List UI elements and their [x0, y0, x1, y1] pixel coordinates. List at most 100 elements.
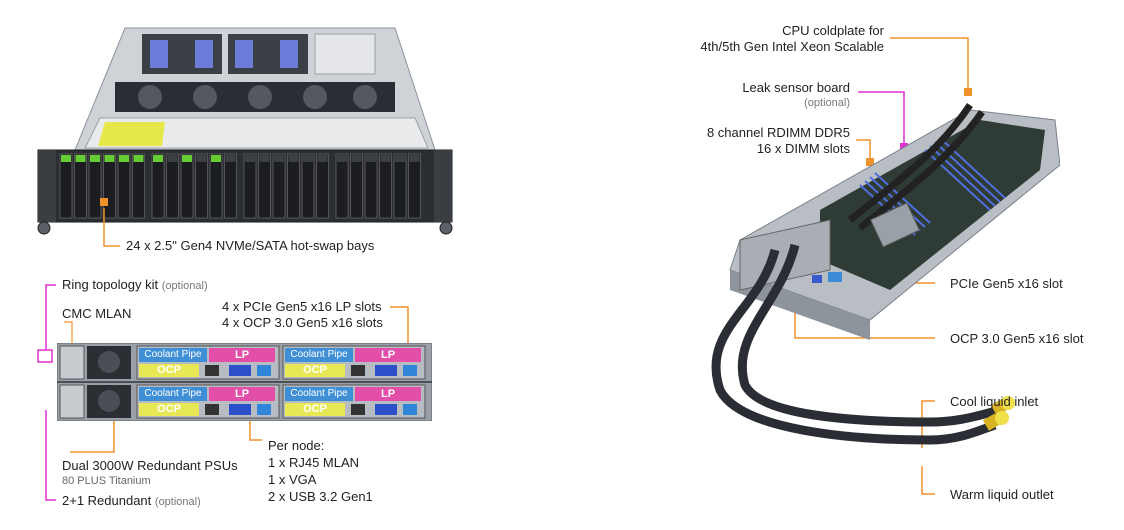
coolant-pipe-label: Coolant Pipe [139, 348, 207, 362]
drive-bay-latch [395, 155, 405, 162]
drive-bay-latch [196, 155, 207, 162]
vga-port [375, 404, 397, 415]
rj45-port [205, 404, 219, 415]
rj45-port [351, 404, 365, 415]
rj45-port [351, 365, 365, 376]
leak-sensor-optional: (optional) [804, 97, 850, 109]
coolant-pipe-label: Coolant Pipe [285, 348, 353, 362]
drive-bay-latch [366, 155, 376, 162]
lp-slot-label: LP [355, 387, 421, 401]
drive-bay [195, 153, 208, 219]
dimm-label-2: 16 x DIMM slots [756, 141, 850, 156]
drive-bay-latch [119, 155, 129, 162]
drive-bay-latch [303, 155, 313, 162]
drive-bay [335, 153, 349, 219]
redundant-label: 2+1 Redundant (optional) [62, 493, 201, 510]
usb-port [403, 404, 417, 415]
front-server-image [30, 20, 460, 240]
drive-bay-latch [182, 155, 192, 162]
ring-kit-text: Ring topology kit [62, 277, 159, 292]
front-bays-label: 24 x 2.5" Gen4 NVMe/SATA hot-swap bays [126, 238, 375, 253]
cmc-mlan-label: CMC MLAN [62, 306, 132, 321]
drive-bay [243, 153, 257, 219]
drive-bay [117, 153, 131, 219]
drive-bay [59, 153, 73, 219]
rj45-port [205, 365, 219, 376]
usb-port [403, 365, 417, 376]
drive-bay [166, 153, 179, 219]
drive-bay-latch [61, 155, 71, 162]
drive-bay [364, 153, 378, 219]
ocp-slot-label: OCP [139, 364, 199, 377]
vga-port [375, 365, 397, 376]
drive-bay-latch [104, 155, 115, 162]
per-node-vga: 1 x VGA [268, 472, 317, 487]
ring-kit-label: Ring topology kit (optional) [62, 277, 208, 294]
drive-bay [180, 153, 194, 219]
redundant-text: 2+1 Redundant [62, 493, 152, 508]
drive-bay-latch [337, 155, 347, 162]
psu-label: Dual 3000W Redundant PSUs [62, 458, 238, 473]
drive-bay [209, 153, 223, 219]
ocp-slot-label: OCP [285, 364, 345, 377]
drive-bay [393, 153, 407, 219]
ocp-slots-label: 4 x OCP 3.0 Gen5 x16 slots [222, 315, 383, 330]
front-server-drawing [37, 27, 453, 235]
pcie-slot-label: PCIe Gen5 x16 slot [950, 276, 1063, 291]
lp-slot-label: LP [355, 348, 421, 362]
drive-bay [132, 153, 145, 219]
drive-bay [272, 153, 286, 219]
drive-bay-latch [245, 155, 255, 162]
drive-bay [316, 153, 329, 219]
drive-bay-latch [259, 155, 270, 162]
drive-bay [88, 153, 102, 219]
per-node-mlan: 1 x RJ45 MLAN [268, 455, 360, 470]
drive-bay [258, 153, 271, 219]
ocp-slot-label: OCP [139, 403, 199, 416]
cpu-coldplate-label-2: 4th/5th Gen Intel Xeon Scalable [700, 39, 884, 54]
drive-bay-latch [167, 155, 178, 162]
drive-bay-latch [90, 155, 100, 162]
dimm-label-1: 8 channel RDIMM DDR5 [706, 125, 850, 140]
drive-bay [287, 153, 300, 219]
drive-bay [350, 153, 363, 219]
vga-port [229, 404, 251, 415]
drive-bay-latch [225, 155, 236, 162]
cpu-coldplate-label-1: CPU coldplate for [782, 23, 884, 38]
drive-bay-latch [75, 155, 86, 162]
drive-bay-latch [274, 155, 284, 162]
node-drawing [711, 103, 1060, 445]
per-node-title: Per node: [268, 438, 325, 453]
drive-bay-latch [317, 155, 328, 162]
drive-bay-latch [409, 155, 420, 162]
drive-bay [224, 153, 237, 219]
drive-bay [301, 153, 315, 219]
coolant-pipe-label: Coolant Pipe [139, 387, 207, 401]
usb-port [257, 365, 271, 376]
vga-port [229, 365, 251, 376]
usb-port [257, 404, 271, 415]
drive-bay-latch [351, 155, 362, 162]
ring-kit-optional: (optional) [161, 280, 208, 292]
node-image [700, 70, 1060, 490]
coolant-pipe-label: Coolant Pipe [285, 387, 353, 401]
psu-sublabel: 80 PLUS Titanium [62, 475, 151, 487]
ocp-slot-label: OCP [285, 403, 345, 416]
lp-slot-label: LP [209, 348, 275, 362]
drive-bay [103, 153, 116, 219]
leak-sensor-label: Leak sensor board [742, 80, 850, 95]
drive-bay-latch [211, 155, 221, 162]
per-node-usb: 2 x USB 3.2 Gen1 [268, 489, 373, 504]
drive-bay [151, 153, 165, 219]
drive-bay-latch [380, 155, 391, 162]
drive-bay [408, 153, 421, 219]
ocp-slot-label: OCP 3.0 Gen5 x16 slot [950, 331, 1084, 346]
drive-bay-latch [153, 155, 163, 162]
lp-slot-label: LP [209, 387, 275, 401]
pcie-lp-label: 4 x PCIe Gen5 x16 LP slots [222, 299, 382, 314]
drive-bay-latch [288, 155, 299, 162]
warm-outlet-label: Warm liquid outlet [950, 487, 1054, 502]
drive-bay-latch [133, 155, 144, 162]
cool-inlet-label: Cool liquid inlet [950, 394, 1039, 409]
